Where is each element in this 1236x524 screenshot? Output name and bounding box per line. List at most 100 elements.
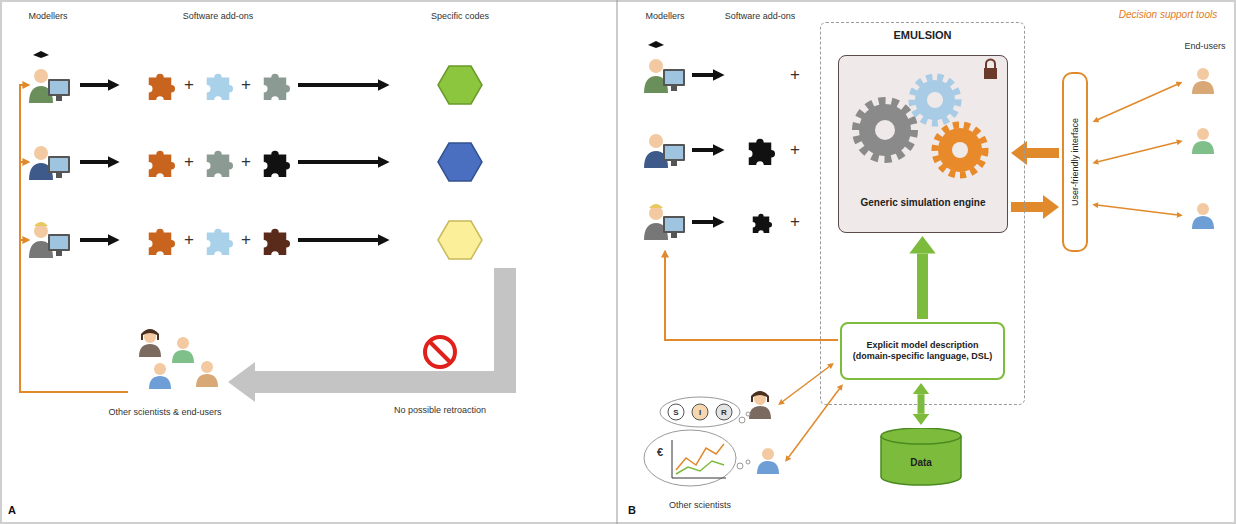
lock-icon <box>984 60 997 80</box>
person-icon <box>139 329 218 389</box>
caption-label: I <box>699 408 701 417</box>
plus-sign: + <box>184 75 194 95</box>
feedback-line <box>20 85 128 392</box>
gear <box>856 101 914 159</box>
caption-label: Modellers <box>645 11 684 21</box>
block-arrow <box>918 394 925 414</box>
arrow <box>692 73 715 77</box>
feedback-line <box>20 239 24 241</box>
node-text: EMULSION <box>821 29 1024 41</box>
person-icon <box>1192 203 1214 229</box>
caption-label: B <box>628 504 636 516</box>
caption-label: Decision support tools <box>1119 9 1217 20</box>
puzzle-piece <box>149 74 290 255</box>
puzzle-piece <box>149 74 175 100</box>
no-entry-sign <box>425 337 455 367</box>
arrow <box>80 85 380 240</box>
arrow <box>692 148 715 152</box>
puzzle-piece <box>207 151 233 177</box>
person-icon <box>1192 68 1214 94</box>
thought-bubble <box>692 404 708 420</box>
arrow <box>298 238 380 242</box>
puzzle-piece <box>207 229 233 255</box>
user-link <box>1097 84 1178 120</box>
puzzle-piece <box>749 139 775 165</box>
arrow <box>298 160 380 164</box>
modeller-icon <box>29 224 70 258</box>
feedback-line <box>20 161 24 163</box>
plus-sign: + <box>184 230 194 250</box>
no-entry-sign <box>430 342 450 362</box>
engine-box: Generic simulation engine <box>838 55 1008 233</box>
plus-sign: + <box>790 212 800 232</box>
caption-label: Other scientists <box>669 500 731 510</box>
person-icon <box>141 329 159 340</box>
puzzle-piece <box>753 214 772 233</box>
arrow <box>298 83 380 87</box>
thought-bubble <box>668 404 684 420</box>
gear <box>856 77 985 175</box>
code-hexagon <box>438 143 482 181</box>
blocked-arrow <box>255 268 505 382</box>
plus-sign: + <box>241 152 251 172</box>
person-icon <box>757 448 779 474</box>
caption-label: S <box>673 408 678 417</box>
arrow <box>80 83 110 87</box>
caption-label: Specific codes <box>431 11 489 21</box>
modeller-icon <box>34 222 48 226</box>
interface-box: User-friendly interface <box>1062 72 1088 252</box>
gear <box>875 120 895 140</box>
arrow <box>80 238 110 242</box>
modeller-icon <box>648 41 664 48</box>
modeller-icon <box>29 69 70 103</box>
thought-bubble <box>739 417 745 423</box>
thought-bubble <box>660 397 740 427</box>
person-icon <box>172 337 194 363</box>
caption-label: No possible retroaction <box>394 405 486 415</box>
person-icon <box>149 363 171 389</box>
puzzle-piece <box>264 74 290 100</box>
modeller-icon <box>644 59 685 93</box>
caption-label: Software add-ons <box>183 11 254 21</box>
gear <box>927 92 943 108</box>
person-icon <box>196 361 218 387</box>
user-link <box>1097 142 1178 162</box>
plus-sign: + <box>790 65 800 85</box>
gear <box>912 77 958 123</box>
feedback-line <box>665 256 838 340</box>
puzzle-piece <box>264 151 290 177</box>
block-arrow <box>1027 148 1059 158</box>
user-link <box>1097 205 1178 215</box>
chart-sketch <box>676 461 724 474</box>
modeller-icon <box>29 51 70 258</box>
puzzle-piece <box>149 229 175 255</box>
model-box: Explicit model description (domain-speci… <box>840 322 1005 380</box>
plus-sign: + <box>790 140 800 160</box>
plus-sign: + <box>241 230 251 250</box>
chart-sketch <box>676 444 724 470</box>
panel-divider <box>617 0 618 524</box>
block-arrow <box>1011 202 1043 212</box>
thought-bubble <box>746 412 750 416</box>
caption-label: Software add-ons <box>725 11 796 21</box>
cylinder-body <box>881 428 961 485</box>
lock-icon <box>984 68 997 79</box>
data-cylinder: Data <box>880 428 962 486</box>
engine-fill <box>838 55 1008 233</box>
user-link <box>788 388 840 458</box>
thought-bubble <box>644 430 736 486</box>
caption-label: R <box>721 408 727 417</box>
cylinder-rim <box>881 436 961 444</box>
plus-sign: + <box>241 75 251 95</box>
caption-label: Other scientists & end-users <box>108 407 221 417</box>
puzzle-piece <box>264 229 290 255</box>
puzzle-piece <box>749 139 775 233</box>
modeller-icon <box>29 146 70 180</box>
person-icon <box>749 68 1214 474</box>
chart-sketch <box>672 440 726 478</box>
arrow <box>692 220 715 224</box>
puzzle-piece <box>207 74 233 100</box>
framework-box: EMULSION Generic simulation engineExplici… <box>820 22 1025 405</box>
person-icon <box>751 391 769 402</box>
